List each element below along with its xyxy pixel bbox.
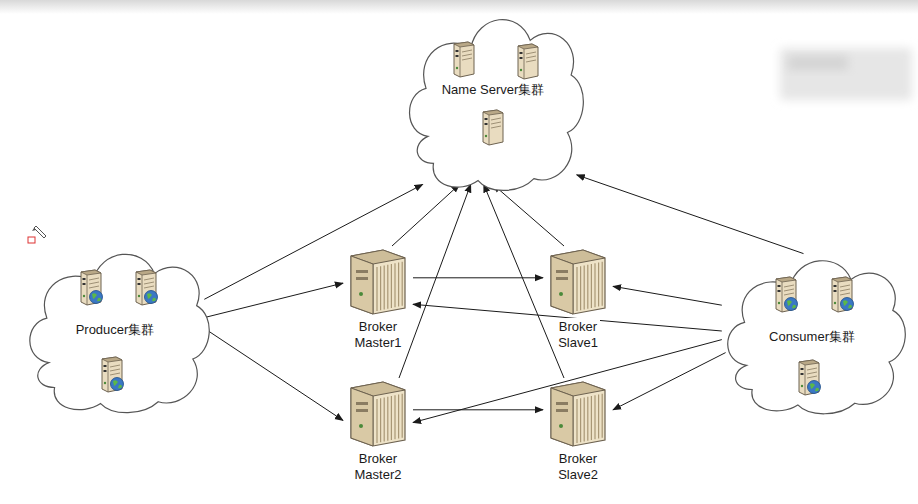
connector-arrow bbox=[613, 286, 722, 305]
server-icon-use bbox=[776, 277, 798, 312]
server-icon bbox=[130, 268, 158, 306]
cluster-label: Producer集群 bbox=[76, 321, 155, 339]
cloud-path bbox=[410, 20, 584, 191]
server-icon-use bbox=[799, 360, 821, 395]
server-icon-use bbox=[81, 270, 103, 305]
server-icon bbox=[512, 42, 540, 80]
server-icon bbox=[793, 358, 821, 396]
cloud-path bbox=[728, 261, 906, 414]
server-icon-use bbox=[351, 250, 405, 314]
connector-arrow bbox=[413, 409, 543, 410]
cloud-outline bbox=[400, 2, 586, 194]
server-icon bbox=[347, 246, 409, 316]
broker-label: Broker Master1 bbox=[353, 318, 404, 352]
server-icon bbox=[448, 40, 476, 78]
connector-arrow bbox=[613, 353, 726, 410]
server-icon-use bbox=[518, 44, 538, 79]
cloud-path bbox=[30, 254, 209, 412]
name-server-cluster: Name Server集群 bbox=[400, 2, 586, 194]
broker-label: Broker Slave1 bbox=[556, 318, 600, 352]
server-icon-use bbox=[136, 270, 158, 305]
broker-slave: Broker Slave2 bbox=[543, 378, 613, 484]
server-icon bbox=[826, 275, 854, 313]
broker-master: Broker Master1 bbox=[343, 246, 413, 352]
blurred-patch bbox=[780, 48, 912, 100]
server-icon bbox=[770, 275, 798, 313]
server-icon-use bbox=[102, 357, 124, 392]
connector-arrow bbox=[577, 175, 804, 254]
cluster-label: Consumer集群 bbox=[769, 328, 855, 346]
server-icon-use bbox=[551, 250, 605, 314]
server-icon bbox=[547, 378, 609, 448]
cluster-label: Name Server集群 bbox=[442, 81, 545, 99]
server-icon bbox=[96, 355, 124, 393]
server-icon-use bbox=[483, 110, 503, 145]
blurred-patch bbox=[788, 56, 848, 70]
server-icon bbox=[347, 378, 409, 448]
broker-master: Broker Master2 bbox=[343, 378, 413, 484]
broker-slave: Broker Slave1 bbox=[543, 246, 613, 352]
connector-arrow bbox=[204, 283, 343, 318]
top-shade bbox=[0, 0, 918, 14]
connector-arrow bbox=[392, 184, 460, 246]
connector-arrow bbox=[413, 277, 543, 278]
server-icon bbox=[75, 268, 103, 306]
server-icon-use bbox=[832, 277, 854, 312]
server-icon bbox=[477, 108, 505, 146]
producer-cluster: Producer集群 bbox=[20, 238, 212, 416]
consumer-cluster: Consumer集群 bbox=[718, 245, 908, 417]
connector-arrow bbox=[493, 184, 564, 246]
server-icon-use bbox=[551, 382, 605, 446]
connector-arrow bbox=[399, 184, 471, 378]
broker-label: Broker Slave2 bbox=[556, 450, 600, 484]
server-icon bbox=[547, 246, 609, 316]
server-icon-use bbox=[351, 382, 405, 446]
connector-arrow bbox=[204, 328, 343, 420]
pencil-icon bbox=[28, 226, 46, 243]
broker-label: Broker Master2 bbox=[353, 450, 404, 484]
server-icon-use bbox=[454, 42, 474, 77]
